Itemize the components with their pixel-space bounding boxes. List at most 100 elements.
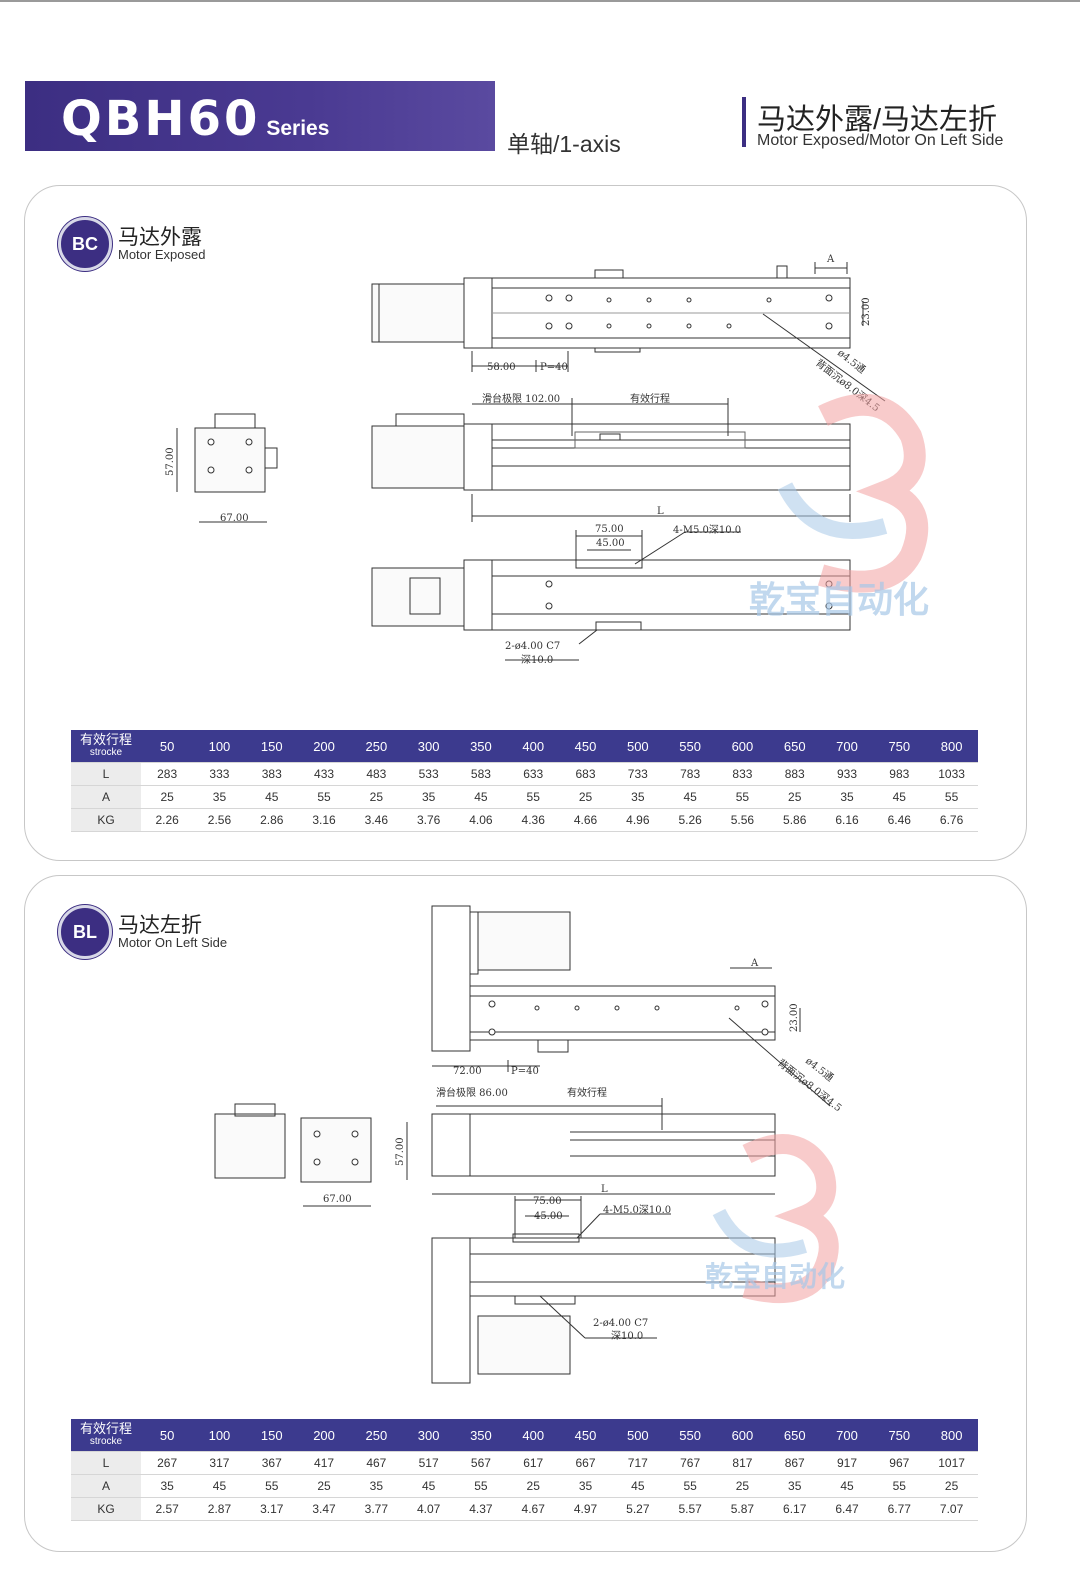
watermark-logo: 乾宝自动化 bbox=[749, 393, 929, 621]
table-cell: 35 bbox=[350, 1474, 403, 1498]
stroke-cell: 400 bbox=[507, 730, 560, 763]
table-cell: 467 bbox=[350, 1451, 403, 1475]
table-cell: 533 bbox=[402, 762, 455, 786]
dim-57: 57.00 bbox=[395, 1137, 406, 1166]
table-cell: 55 bbox=[454, 1474, 508, 1498]
table-cell: 55 bbox=[873, 1474, 926, 1498]
table-cell: 967 bbox=[873, 1451, 926, 1475]
table-cell: 6.76 bbox=[925, 808, 978, 832]
section-title-en: Motor On Left Side bbox=[118, 935, 228, 950]
dim-57: 57.00 bbox=[165, 447, 176, 476]
table-cell: 35 bbox=[141, 1474, 194, 1498]
table-cell: 617 bbox=[507, 1451, 560, 1475]
table-cell: 35 bbox=[820, 785, 874, 809]
stroke-cell: 650 bbox=[768, 1419, 821, 1452]
dim-motor-offset: 58.00 bbox=[487, 362, 516, 373]
table-cell: 2.56 bbox=[193, 808, 246, 832]
table-cell: 2.57 bbox=[141, 1497, 194, 1521]
table-cell: 25 bbox=[350, 785, 403, 809]
stroke-cell: 650 bbox=[768, 730, 821, 763]
section-motor-left: BL 马达左折 Motor On Left Side bbox=[24, 875, 1027, 1552]
table-cell: 25 bbox=[925, 1474, 978, 1498]
stroke-cell: 700 bbox=[820, 1419, 874, 1452]
table-cell: 55 bbox=[507, 785, 560, 809]
dim-67: 67.00 bbox=[220, 513, 249, 524]
table-cell: 6.77 bbox=[873, 1497, 926, 1521]
drawing-motor-left: 72.00 P=40 A 23.00 ø4.5通 背面沉ø8.0深4.5 滑台极… bbox=[214, 905, 845, 1384]
table-cell: 5.86 bbox=[768, 808, 821, 832]
table-cell: 55 bbox=[297, 785, 351, 809]
dim-45: 45.00 bbox=[534, 1211, 563, 1222]
row-label: L bbox=[71, 1451, 141, 1475]
table-cell: 733 bbox=[611, 762, 664, 786]
section-badge-bc: BC bbox=[58, 217, 112, 271]
table-cell: 45 bbox=[402, 1474, 455, 1498]
motor-body bbox=[371, 283, 465, 343]
table-cell: 5.26 bbox=[663, 808, 717, 832]
stroke-cell: 500 bbox=[611, 1419, 664, 1452]
table-cell: 3.17 bbox=[245, 1497, 298, 1521]
table-cell: 25 bbox=[141, 785, 194, 809]
dim-length: L bbox=[657, 506, 664, 517]
table-cell: 4.06 bbox=[454, 808, 508, 832]
stroke-cell: 500 bbox=[611, 730, 664, 763]
table-cell: 4.36 bbox=[507, 808, 560, 832]
end-view-profile bbox=[194, 427, 266, 493]
table-cell: 45 bbox=[454, 785, 508, 809]
table-cell: 5.56 bbox=[716, 808, 769, 832]
table-cell: 583 bbox=[454, 762, 508, 786]
dim-45: 45.00 bbox=[596, 538, 625, 549]
dim-length: L bbox=[601, 1184, 608, 1195]
dim-75: 75.00 bbox=[533, 1196, 562, 1207]
header-label-en: strocke bbox=[89, 1436, 123, 1447]
stroke-cell: 250 bbox=[350, 730, 403, 763]
stroke-cell: 200 bbox=[297, 730, 351, 763]
table-cell: 55 bbox=[716, 785, 769, 809]
table-cell: 267 bbox=[141, 1451, 194, 1475]
series-main: QBH60 bbox=[61, 91, 261, 147]
table-cell: 483 bbox=[350, 762, 403, 786]
table-cell: 983 bbox=[873, 762, 926, 786]
stroke-cell: 550 bbox=[663, 730, 717, 763]
table-cell: 283 bbox=[141, 762, 194, 786]
table-cell: 317 bbox=[193, 1451, 246, 1475]
table-cell: 45 bbox=[611, 1474, 664, 1498]
table-cell: 3.76 bbox=[402, 808, 455, 832]
hole-note-1: ø4.5通 bbox=[835, 347, 868, 376]
table-cell: 55 bbox=[245, 1474, 298, 1498]
stroke-cell: 300 bbox=[402, 1419, 455, 1452]
stroke-cell: 300 bbox=[402, 730, 455, 763]
stroke-cell: 350 bbox=[454, 1419, 508, 1452]
table-cell: 45 bbox=[193, 1474, 246, 1498]
table-cell: 5.27 bbox=[611, 1497, 664, 1521]
table-cell: 717 bbox=[611, 1451, 664, 1475]
table-cell: 25 bbox=[768, 785, 821, 809]
table-cell: 2.26 bbox=[141, 808, 194, 832]
stroke-cell: 50 bbox=[141, 730, 194, 763]
table-cell: 1033 bbox=[925, 762, 978, 786]
section-title-cn: 马达外露 bbox=[118, 226, 202, 249]
table-cell: 4.66 bbox=[559, 808, 612, 832]
table-cell: 6.46 bbox=[873, 808, 926, 832]
title-accent-bar bbox=[742, 97, 746, 147]
header-label-cn: 有效行程 bbox=[79, 732, 132, 747]
axis-label: 单轴/1-axis bbox=[507, 131, 621, 157]
stroke-cell: 450 bbox=[559, 1419, 612, 1452]
watermark-logo: 乾宝自动化 bbox=[705, 1134, 845, 1304]
pin-note-2: 深10.0 bbox=[521, 654, 553, 666]
table-cell: 25 bbox=[716, 1474, 769, 1498]
table-cell: 45 bbox=[245, 785, 298, 809]
thread-note: 4-M5.0深10.0 bbox=[673, 524, 741, 536]
dim-motor-offset: 72.00 bbox=[453, 1066, 482, 1077]
stroke-cell: 450 bbox=[559, 730, 612, 763]
stroke-cell: 750 bbox=[873, 730, 926, 763]
table-cell: 3.77 bbox=[350, 1497, 403, 1521]
